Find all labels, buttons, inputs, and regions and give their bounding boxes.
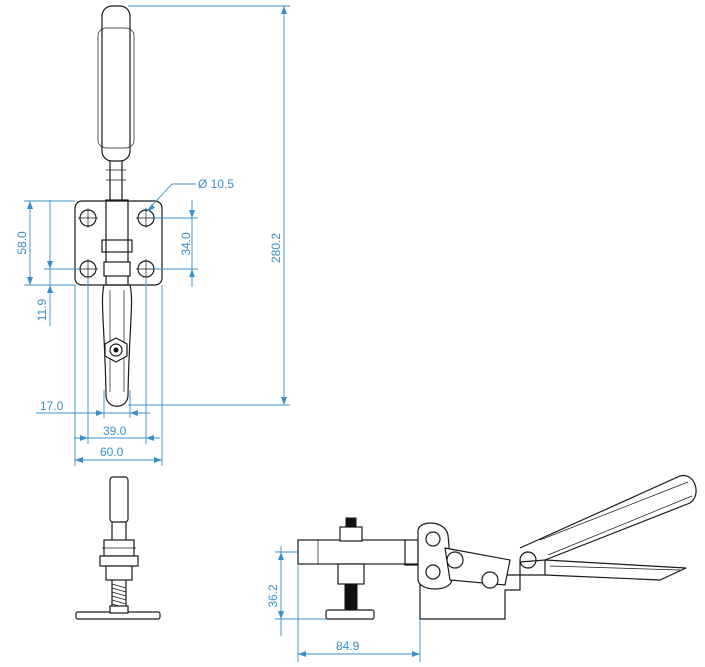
- dim-hole-spacing-vertical: 34.0: [179, 232, 193, 256]
- side-view: [297, 475, 697, 620]
- dim-hole-diameter: Ø 10.5: [198, 177, 234, 191]
- dim-hole-spacing-horizontal: 39.0: [103, 424, 127, 438]
- dim-spindle-height: 36.2: [266, 584, 280, 608]
- dim-overall-height: 280.2: [269, 233, 283, 263]
- dim-bar-width: 17.0: [40, 399, 64, 413]
- dim-base-height: 58.0: [15, 231, 29, 255]
- dim-reach: 84.9: [336, 639, 360, 653]
- dim-base-width: 60.0: [100, 445, 124, 459]
- dimension-annotations: 280.2 Ø 10.5 58.0 34.0 11.9 17.0 39.0: [15, 5, 421, 662]
- dim-base-offset: 11.9: [35, 298, 49, 321]
- front-view: [75, 476, 161, 620]
